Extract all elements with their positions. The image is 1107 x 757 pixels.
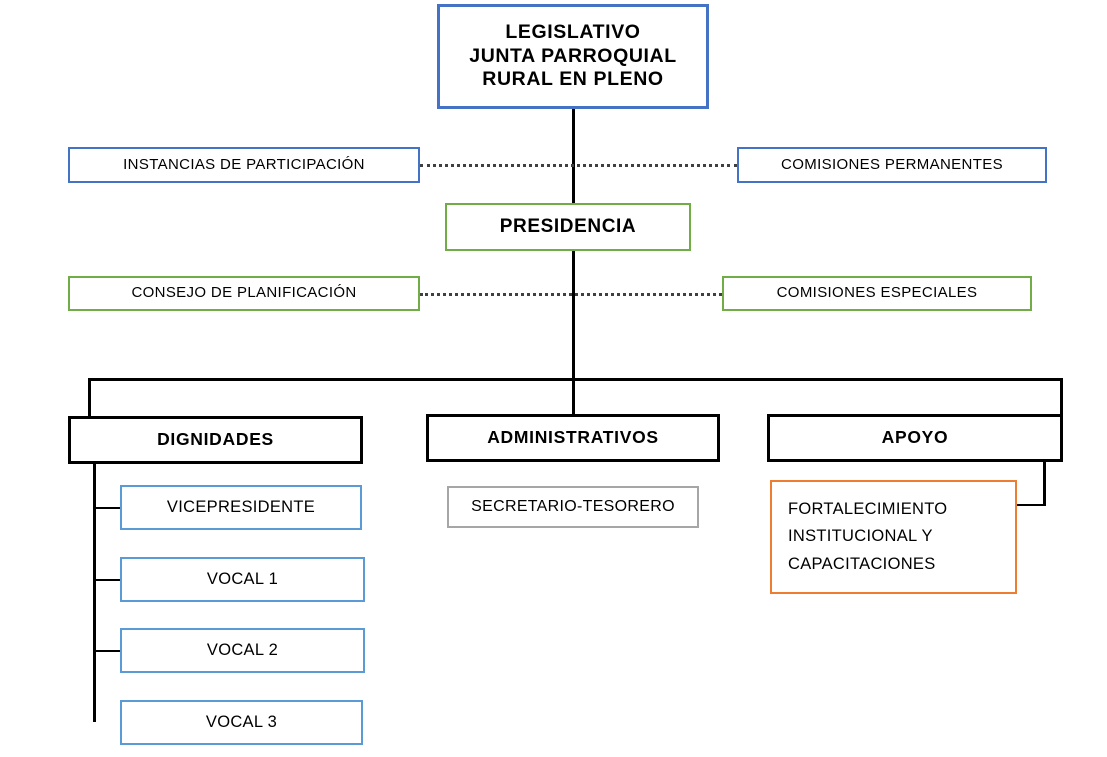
node-dignidades-label: DIGNIDADES (157, 429, 274, 450)
connector-bar-to-administrativos (572, 378, 575, 416)
node-vicepresidente[interactable]: VICEPRESIDENTE (120, 485, 362, 530)
node-comisiones-especiales-label: COMISIONES ESPECIALES (776, 284, 978, 302)
connector-bar-to-apoyo (1060, 378, 1063, 416)
node-consejo-de-planificacion[interactable]: CONSEJO DE PLANIFICACIÓN (68, 276, 420, 311)
node-apoyo-label: APOYO (881, 427, 949, 448)
node-vocal-3[interactable]: VOCAL 3 (120, 700, 363, 745)
connector-legislativo-presidencia (572, 109, 575, 203)
node-vocal-2[interactable]: VOCAL 2 (120, 628, 365, 673)
node-fortalecimiento-institucional[interactable]: FORTALECIMIENTO INSTITUCIONAL Y CAPACITA… (770, 480, 1017, 594)
node-instancias-de-participacion[interactable]: INSTANCIAS DE PARTICIPACIÓN (68, 147, 420, 183)
node-legislativo-label: LEGISLATIVO JUNTA PARROQUIAL RURAL EN PL… (469, 20, 677, 91)
node-dignidades[interactable]: DIGNIDADES (68, 416, 363, 464)
connector-dotted-row1 (420, 164, 737, 167)
connector-horizontal-bar (88, 378, 1063, 381)
node-administrativos[interactable]: ADMINISTRATIVOS (426, 414, 720, 462)
node-fortalecimiento-institucional-label: FORTALECIMIENTO INSTITUCIONAL Y CAPACITA… (788, 500, 948, 573)
node-instancias-de-participacion-label: INSTANCIAS DE PARTICIPACIÓN (123, 155, 365, 173)
node-vocal-1[interactable]: VOCAL 1 (120, 557, 365, 602)
node-legislativo[interactable]: LEGISLATIVO JUNTA PARROQUIAL RURAL EN PL… (437, 4, 709, 109)
connector-dignidades-vicepresidente (93, 507, 121, 509)
node-comisiones-permanentes[interactable]: COMISIONES PERMANENTES (737, 147, 1047, 183)
node-secretario-tesorero[interactable]: SECRETARIO-TESORERO (447, 486, 699, 528)
node-presidencia-label: PRESIDENCIA (499, 216, 637, 238)
node-vocal-3-label: VOCAL 3 (205, 713, 278, 732)
connector-dignidades-vocal1 (93, 579, 121, 581)
node-vocal-1-label: VOCAL 1 (206, 570, 279, 589)
node-comisiones-especiales[interactable]: COMISIONES ESPECIALES (722, 276, 1032, 311)
node-administrativos-label: ADMINISTRATIVOS (487, 427, 659, 448)
node-consejo-de-planificacion-label: CONSEJO DE PLANIFICACIÓN (131, 284, 357, 302)
connector-dotted-row2 (420, 293, 722, 296)
connector-dignidades-spine (93, 462, 96, 722)
connector-presidencia-trunk (572, 251, 575, 381)
connector-bar-to-dignidades (88, 378, 91, 418)
connector-apoyo-spine (1043, 462, 1046, 506)
node-secretario-tesorero-label: SECRETARIO-TESORERO (471, 498, 675, 516)
connector-apoyo-fortalecimiento (1016, 504, 1045, 506)
node-apoyo[interactable]: APOYO (767, 414, 1063, 462)
connector-dignidades-vocal2 (93, 650, 121, 652)
node-comisiones-permanentes-label: COMISIONES PERMANENTES (781, 155, 1003, 173)
node-vicepresidente-label: VICEPRESIDENTE (166, 498, 316, 517)
node-presidencia[interactable]: PRESIDENCIA (445, 203, 691, 251)
node-vocal-2-label: VOCAL 2 (206, 641, 279, 660)
